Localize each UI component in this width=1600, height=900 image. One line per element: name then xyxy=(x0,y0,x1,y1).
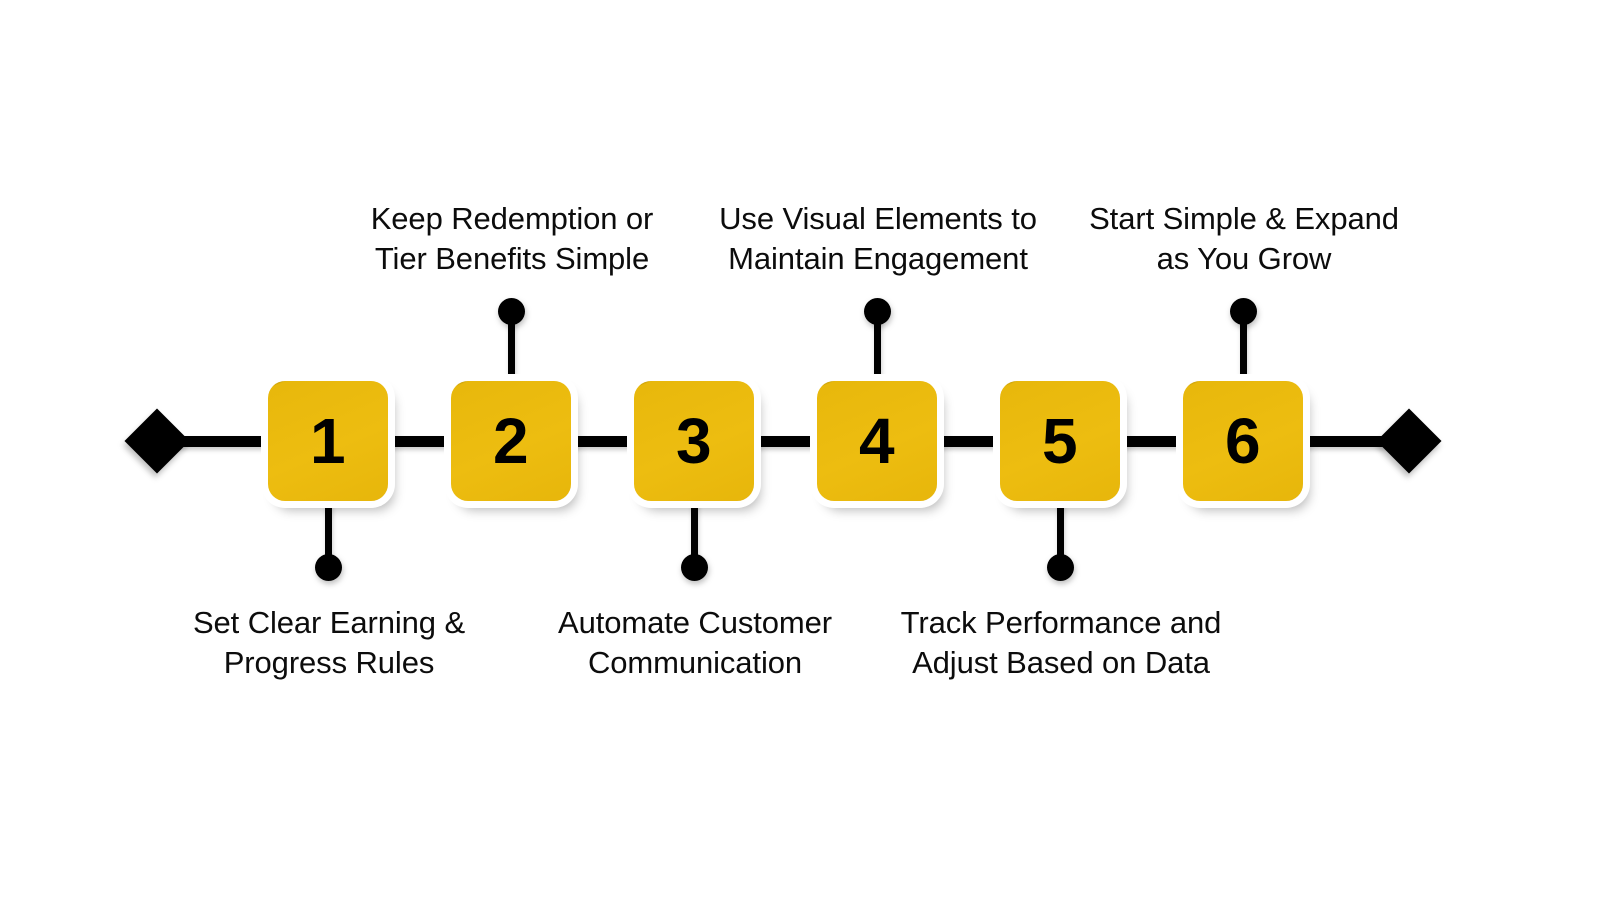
step-connector-dot xyxy=(680,554,708,581)
step-box-2[interactable]: 2 xyxy=(451,381,571,501)
step-number: 6 xyxy=(1224,405,1262,477)
step-label-line: Use Visual Elements to xyxy=(719,201,1037,236)
step-number: 5 xyxy=(1041,405,1079,477)
step-label-1: Set Clear Earning & Progress Rules xyxy=(129,603,529,683)
step-label-line: Start Simple & Expand xyxy=(1089,201,1399,236)
step-connector-dot xyxy=(314,554,342,581)
step-label-6: Start Simple & Expand as You Grow xyxy=(1044,199,1444,279)
step-connector-stem xyxy=(1239,314,1247,386)
step-label-line: Progress Rules xyxy=(223,645,435,680)
step-connector-stem xyxy=(507,314,515,386)
step-box-6[interactable]: 6 xyxy=(1183,381,1303,501)
step-box-3[interactable]: 3 xyxy=(634,381,754,501)
step-connector-stem xyxy=(690,496,698,568)
step-label-line: Keep Redemption or xyxy=(370,201,654,236)
step-number: 4 xyxy=(858,405,896,477)
step-label-line: Automate Customer xyxy=(558,605,832,640)
timeline-rail xyxy=(168,436,1400,447)
step-connector-dot xyxy=(1046,554,1074,581)
step-connector-stem xyxy=(1056,496,1064,568)
step-label-line: Adjust Based on Data xyxy=(912,645,1210,680)
step-number: 3 xyxy=(675,405,713,477)
step-connector-stem xyxy=(324,496,332,568)
step-connector-dot xyxy=(1229,298,1257,325)
step-number: 1 xyxy=(309,405,347,477)
step-label-line: Set Clear Earning & xyxy=(192,605,466,640)
step-box-5[interactable]: 5 xyxy=(1000,381,1120,501)
step-label-line: Tier Benefits Simple xyxy=(374,241,650,276)
step-number: 2 xyxy=(492,405,530,477)
step-label-line: Communication xyxy=(587,645,803,680)
step-connector-dot xyxy=(863,298,891,325)
diamond-end-marker xyxy=(1376,408,1442,474)
step-label-2: Keep Redemption or Tier Benefits Simple xyxy=(312,199,712,279)
step-label-4: Use Visual Elements to Maintain Engagemen… xyxy=(678,199,1078,279)
step-connector-dot xyxy=(497,298,525,325)
diamond-start-marker xyxy=(124,408,190,474)
step-label-line: as You Grow xyxy=(1156,241,1332,276)
step-label-line: Track Performance and xyxy=(900,605,1222,640)
step-box-1[interactable]: 1 xyxy=(268,381,388,501)
step-connector-stem xyxy=(873,314,881,386)
step-label-line: Maintain Engagement xyxy=(728,241,1028,276)
step-box-4[interactable]: 4 xyxy=(817,381,937,501)
